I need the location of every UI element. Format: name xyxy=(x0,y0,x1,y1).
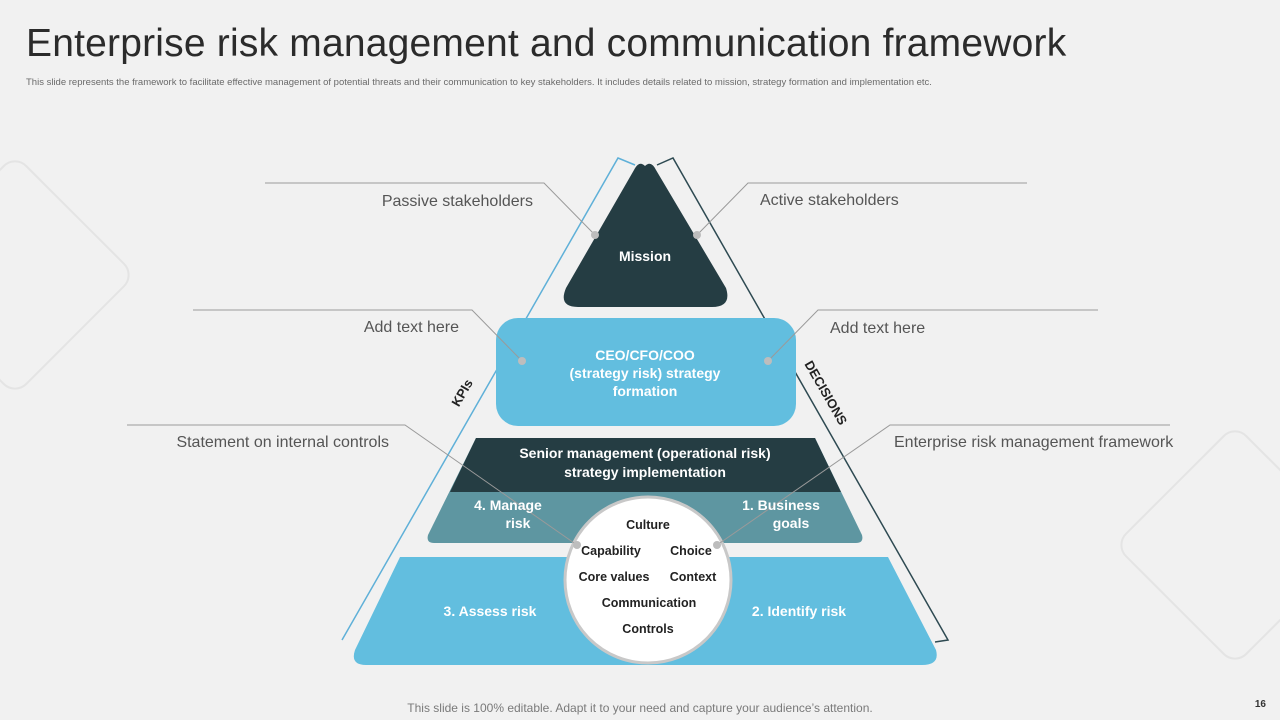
circle-item-controls: Controls xyxy=(622,622,673,636)
callout-dot-add-left xyxy=(518,357,526,365)
callout-dot-passive xyxy=(591,231,599,239)
circle-item-choice: Choice xyxy=(670,544,712,558)
kpis-label: KPIs xyxy=(448,376,475,409)
callout-line-internal-controls xyxy=(127,424,578,546)
slide-footer: This slide is 100% editable. Adapt it to… xyxy=(407,701,873,715)
strategy-formation-line-1: CEO/CFO/COO xyxy=(595,347,695,363)
callout-dot-internal-controls xyxy=(573,541,581,549)
circle-item-culture: Culture xyxy=(626,518,670,532)
callout-line-add-right xyxy=(767,309,1098,362)
slide-number: 16 xyxy=(1254,699,1266,710)
circle-item-context: Context xyxy=(670,570,717,584)
operational-header-band xyxy=(450,438,841,492)
label-erm-framework: Enterprise risk management framework xyxy=(894,434,1174,451)
operational-line-2: strategy implementation xyxy=(564,464,726,480)
decisions-frame-line xyxy=(656,157,950,643)
label-add-text-left: Add text here xyxy=(364,319,459,336)
label-internal-controls: Statement on internal controls xyxy=(176,434,389,451)
callout-dot-active xyxy=(693,231,701,239)
callout-line-passive xyxy=(265,182,596,236)
business-goals-line-2: goals xyxy=(773,515,810,531)
values-circle xyxy=(563,495,733,665)
callout-line-active xyxy=(696,182,1027,236)
business-goals-line-1: 1. Business xyxy=(742,497,820,513)
mission-label: Mission xyxy=(619,248,671,264)
operational-line-1: Senior management (operational risk) xyxy=(519,445,770,461)
background-decor-right xyxy=(1120,430,1280,660)
circle-item-core-values: Core values xyxy=(579,570,650,584)
callout-dot-erm-framework xyxy=(713,541,721,549)
background-decor-left xyxy=(0,160,130,390)
framework-diagram: Passive stakeholders Active stakeholders… xyxy=(0,157,1280,665)
strategy-formation-line-2: (strategy risk) strategy xyxy=(570,365,721,381)
slide-title: Enterprise risk management and communica… xyxy=(26,22,1067,65)
circle-item-capability: Capability xyxy=(581,544,641,558)
identify-risk-label: 2. Identify risk xyxy=(752,603,846,619)
label-active-stakeholders: Active stakeholders xyxy=(760,192,899,209)
circle-item-communication: Communication xyxy=(602,596,696,610)
decisions-label: DECISIONS xyxy=(802,358,851,428)
callout-dot-add-right xyxy=(764,357,772,365)
kpis-frame-line xyxy=(341,157,636,641)
mission-level xyxy=(563,163,728,307)
callout-line-add-left xyxy=(193,309,523,362)
label-add-text-right: Add text here xyxy=(830,320,925,337)
strategy-formation-level xyxy=(496,318,796,426)
label-passive-stakeholders: Passive stakeholders xyxy=(382,193,533,210)
slide-subtitle: This slide represents the framework to f… xyxy=(26,77,932,88)
strategy-formation-line-3: formation xyxy=(613,383,678,399)
manage-risk-line-1: 4. Manage xyxy=(474,497,542,513)
assess-risk-label: 3. Assess risk xyxy=(444,603,537,619)
manage-risk-line-2: risk xyxy=(506,515,531,531)
callout-line-erm-framework xyxy=(716,424,1170,546)
